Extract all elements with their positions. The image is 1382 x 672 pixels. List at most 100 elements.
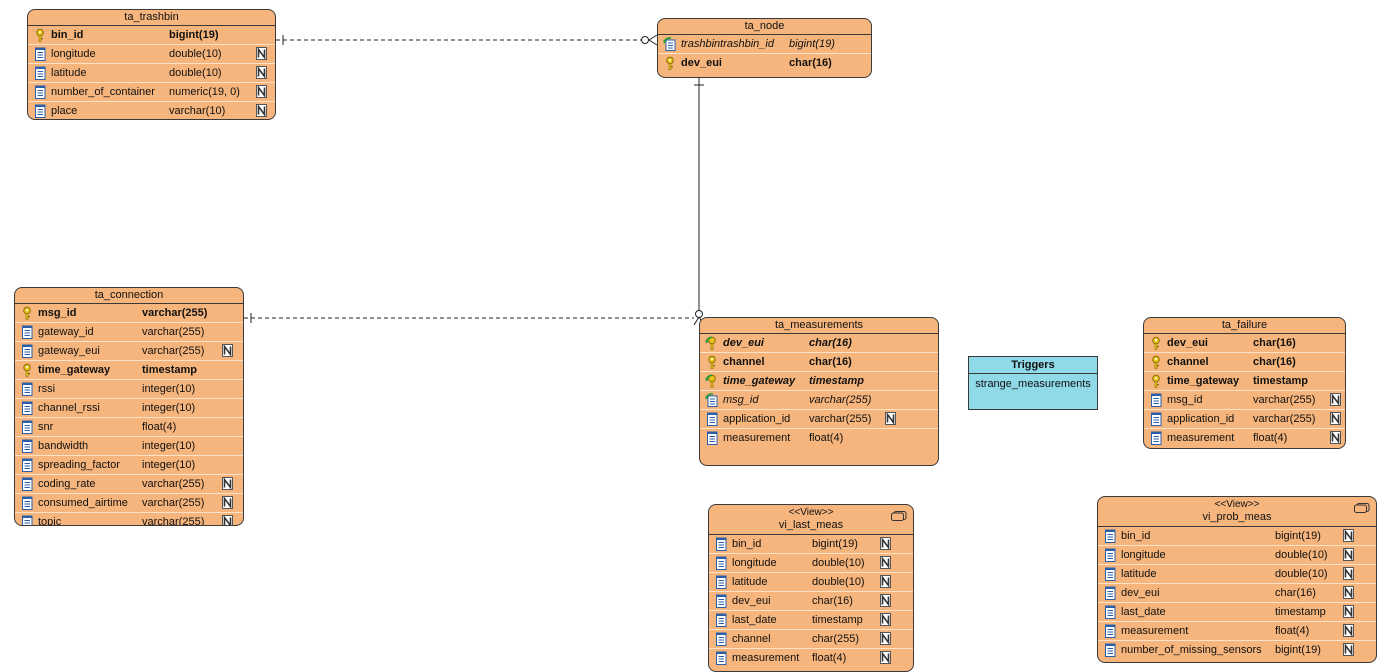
column-type: varchar(255): [142, 516, 205, 526]
column-type: float(4): [809, 432, 844, 444]
foreign-key-column-icon: [663, 37, 677, 51]
column-icon: [1103, 586, 1117, 600]
column-name: trashbintrashbin_id: [681, 38, 774, 50]
column-name: bin_id: [51, 29, 84, 41]
column-name: dev_eui: [723, 337, 764, 349]
column-type: timestamp: [1253, 375, 1309, 387]
column-type: bigint(19): [1275, 644, 1321, 656]
column-type: timestamp: [142, 364, 198, 376]
column-name: bin_id: [1121, 530, 1151, 542]
nullable-icon: [1343, 548, 1354, 561]
column-icon: [20, 344, 34, 358]
triggers-box[interactable]: Triggers strange_measurements: [968, 356, 1098, 410]
nullable-icon: [1343, 529, 1354, 542]
column-row-time-gateway[interactable]: time_gateway timestamp: [15, 361, 243, 380]
column-name: latitude: [1121, 568, 1157, 580]
column-name: msg_id: [38, 307, 77, 319]
nullable-icon: [880, 594, 891, 607]
column-icon: [33, 47, 47, 61]
column-icon: [20, 401, 34, 415]
column-name: time_gateway: [723, 375, 796, 387]
column-icon: [714, 594, 728, 608]
column-name: dev_eui: [681, 57, 722, 69]
column-name: gateway_eui: [38, 345, 100, 357]
column-name: longitude: [1121, 549, 1166, 561]
trigger-item[interactable]: strange_measurements: [975, 378, 1091, 390]
column-row-longitude[interactable]: longitude double(10): [1098, 546, 1376, 565]
column-name: rssi: [38, 383, 56, 395]
column-type: char(255): [812, 633, 860, 645]
column-type: double(10): [1275, 549, 1328, 561]
column-type: timestamp: [1275, 606, 1326, 618]
column-name: bandwidth: [38, 440, 89, 452]
column-name: longitude: [732, 557, 777, 569]
foreign-primary-key-icon: [705, 336, 719, 350]
column-name: time_gateway: [38, 364, 111, 376]
column-type: double(10): [169, 48, 222, 60]
primary-key-icon: [1149, 336, 1163, 350]
column-type: char(16): [1275, 587, 1316, 599]
column-icon: [714, 556, 728, 570]
triggers-title: Triggers: [969, 357, 1097, 374]
column-type: char(16): [809, 356, 852, 368]
view-title: <<View>> vi_prob_meas: [1098, 497, 1376, 527]
entity-title: ta_connection: [15, 288, 243, 304]
nullable-icon: [1343, 586, 1354, 599]
column-icon: [1149, 431, 1163, 445]
column-name: latitude: [51, 67, 87, 79]
column-name: msg_id: [1167, 394, 1203, 406]
